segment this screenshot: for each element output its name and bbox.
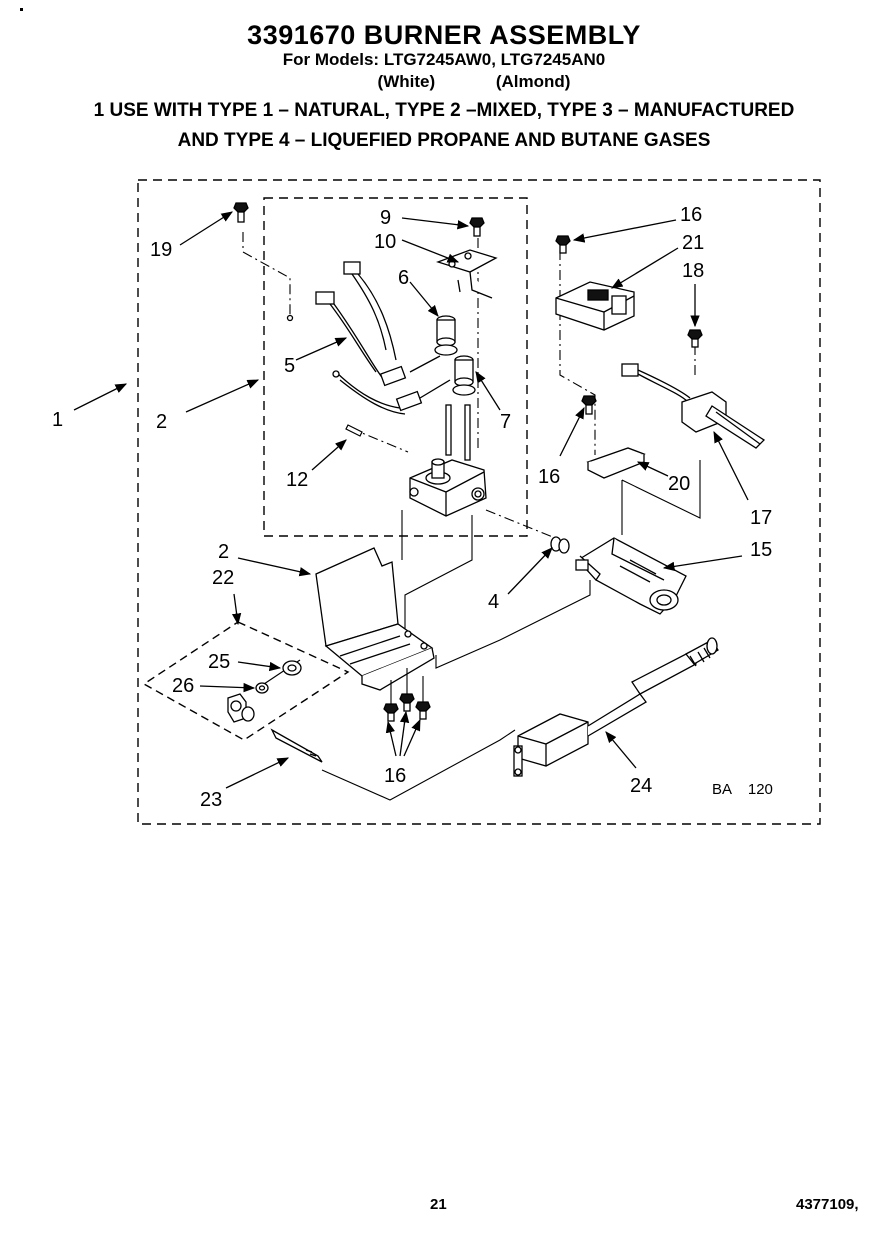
callout-2-lower: 2 (218, 541, 229, 563)
nozzle-valve-part (227, 693, 255, 723)
screw-leader-lines (390, 668, 424, 704)
callout-9: 9 (380, 207, 391, 229)
callout-19: 19 (150, 239, 172, 261)
screw-part-12 (345, 424, 363, 437)
screws-part-16-lower (383, 693, 431, 722)
nozzle-kit-boundary (142, 621, 350, 741)
variants-line: (White) (Almond) (0, 72, 888, 92)
callout-1: 1 (52, 409, 63, 431)
callout-23: 23 (200, 789, 222, 811)
callout-7: 7 (500, 411, 511, 433)
callout-10: 10 (374, 231, 396, 253)
callout-20: 20 (668, 473, 690, 495)
callout-26: 26 (172, 675, 194, 697)
callout-arrows (73, 211, 749, 789)
burner-tube-part-15 (575, 537, 687, 615)
callout-16-lower: 16 (384, 765, 406, 787)
callout-16-middle: 16 (538, 466, 560, 488)
callout-6: 6 (398, 267, 409, 289)
wire-harness-part-5 (286, 261, 451, 415)
callout-15: 15 (750, 539, 772, 561)
gas-pipe-part-24 (513, 637, 719, 777)
callout-2-upper: 2 (156, 411, 167, 433)
callout-4: 4 (488, 591, 499, 613)
nut-part-25 (282, 660, 302, 676)
gas-type-note-line2: AND TYPE 4 – LIQUEFIED PROPANE AND BUTAN… (177, 130, 711, 151)
spring-part-26 (255, 682, 269, 694)
screw-part-9 (469, 217, 485, 237)
screw-part-18 (687, 329, 703, 348)
igniter-bracket-part-21 (555, 281, 635, 331)
orifice-part-4 (550, 536, 570, 554)
callout-18: 18 (682, 260, 704, 282)
screw-part-16-middle (581, 395, 597, 415)
igniter-part-17 (621, 363, 766, 449)
gas-valve-body (409, 404, 487, 517)
page-number: 21 (430, 1196, 447, 1213)
coil-part-7 (452, 355, 476, 396)
page-title: 3391670 BURNER ASSEMBLY (247, 20, 641, 50)
callout-5: 5 (284, 355, 295, 377)
corner-mark (20, 8, 23, 11)
screw-part-16-upper (555, 235, 571, 254)
callout-22: 22 (212, 567, 234, 589)
shield-part-20 (586, 447, 646, 479)
coil-part-6 (434, 315, 458, 356)
callout-21: 21 (682, 232, 704, 254)
callout-16-upper: 16 (680, 204, 702, 226)
diagram-code: BA 120 (712, 781, 773, 798)
gas-type-note-line1: 1 USE WITH TYPE 1 – NATURAL, TYPE 2 –MIX… (93, 100, 795, 121)
assembly-boundary (137, 179, 821, 825)
pipe-nipple-part-23 (270, 728, 323, 763)
callout-12: 12 (286, 469, 308, 491)
models-line: For Models: LTG7245AW0, LTG7245AN0 (282, 50, 606, 69)
screw-part-19 (233, 202, 249, 223)
variant-white: (White) (377, 72, 436, 91)
document-number: 4377109, (796, 1196, 859, 1213)
burner-bracket-part-2 (315, 547, 435, 691)
callout-17: 17 (750, 507, 772, 529)
variant-almond: (Almond) (495, 72, 571, 91)
callout-24: 24 (630, 775, 652, 797)
callout-25: 25 (208, 651, 230, 673)
bracket-part-10 (435, 249, 498, 299)
